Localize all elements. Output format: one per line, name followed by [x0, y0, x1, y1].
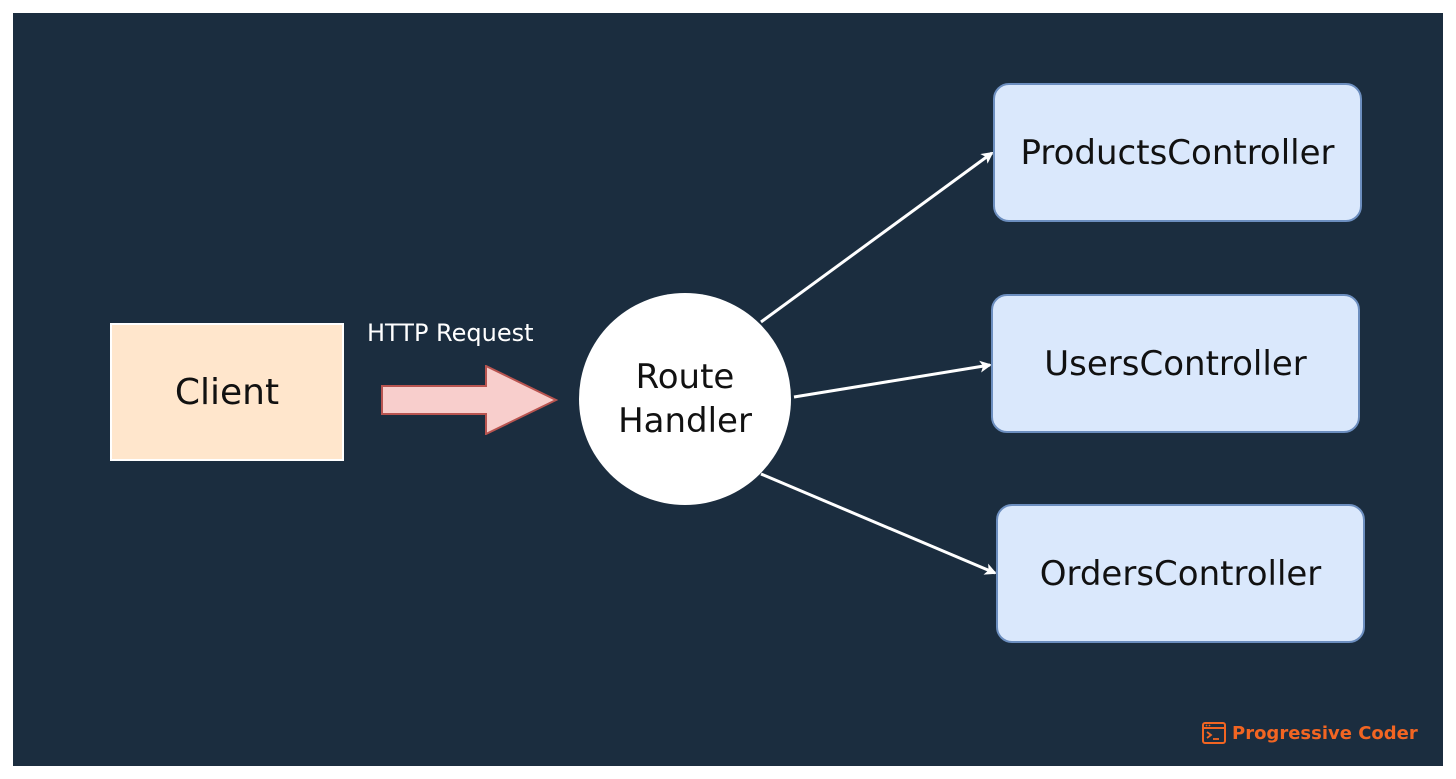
connector-products [760, 151, 994, 324]
route-handler-node: Route Handler [579, 293, 791, 505]
products-controller-label: ProductsController [1020, 132, 1335, 173]
route-handler-line2: Handler [618, 401, 752, 441]
terminal-icon [1202, 722, 1226, 744]
connector-orders [760, 472, 997, 575]
connector-users [793, 360, 992, 399]
diagram-canvas: Client HTTP Request Route Handler Produc… [13, 13, 1443, 766]
orders-controller-label: OrdersController [1039, 553, 1322, 594]
users-controller-node: UsersController [991, 294, 1360, 433]
route-connectors [760, 151, 997, 575]
http-request-label: HTTP Request [367, 319, 534, 347]
users-controller-label: UsersController [1044, 343, 1307, 384]
route-handler-line1: Route [635, 357, 735, 397]
client-node: Client [110, 323, 344, 461]
brand-logo: Progressive Coder [1202, 722, 1418, 744]
client-label: Client [174, 371, 280, 413]
request-arrow [381, 365, 559, 435]
brand-name: Progressive Coder [1232, 722, 1418, 744]
products-controller-node: ProductsController [993, 83, 1362, 222]
orders-controller-node: OrdersController [996, 504, 1365, 643]
